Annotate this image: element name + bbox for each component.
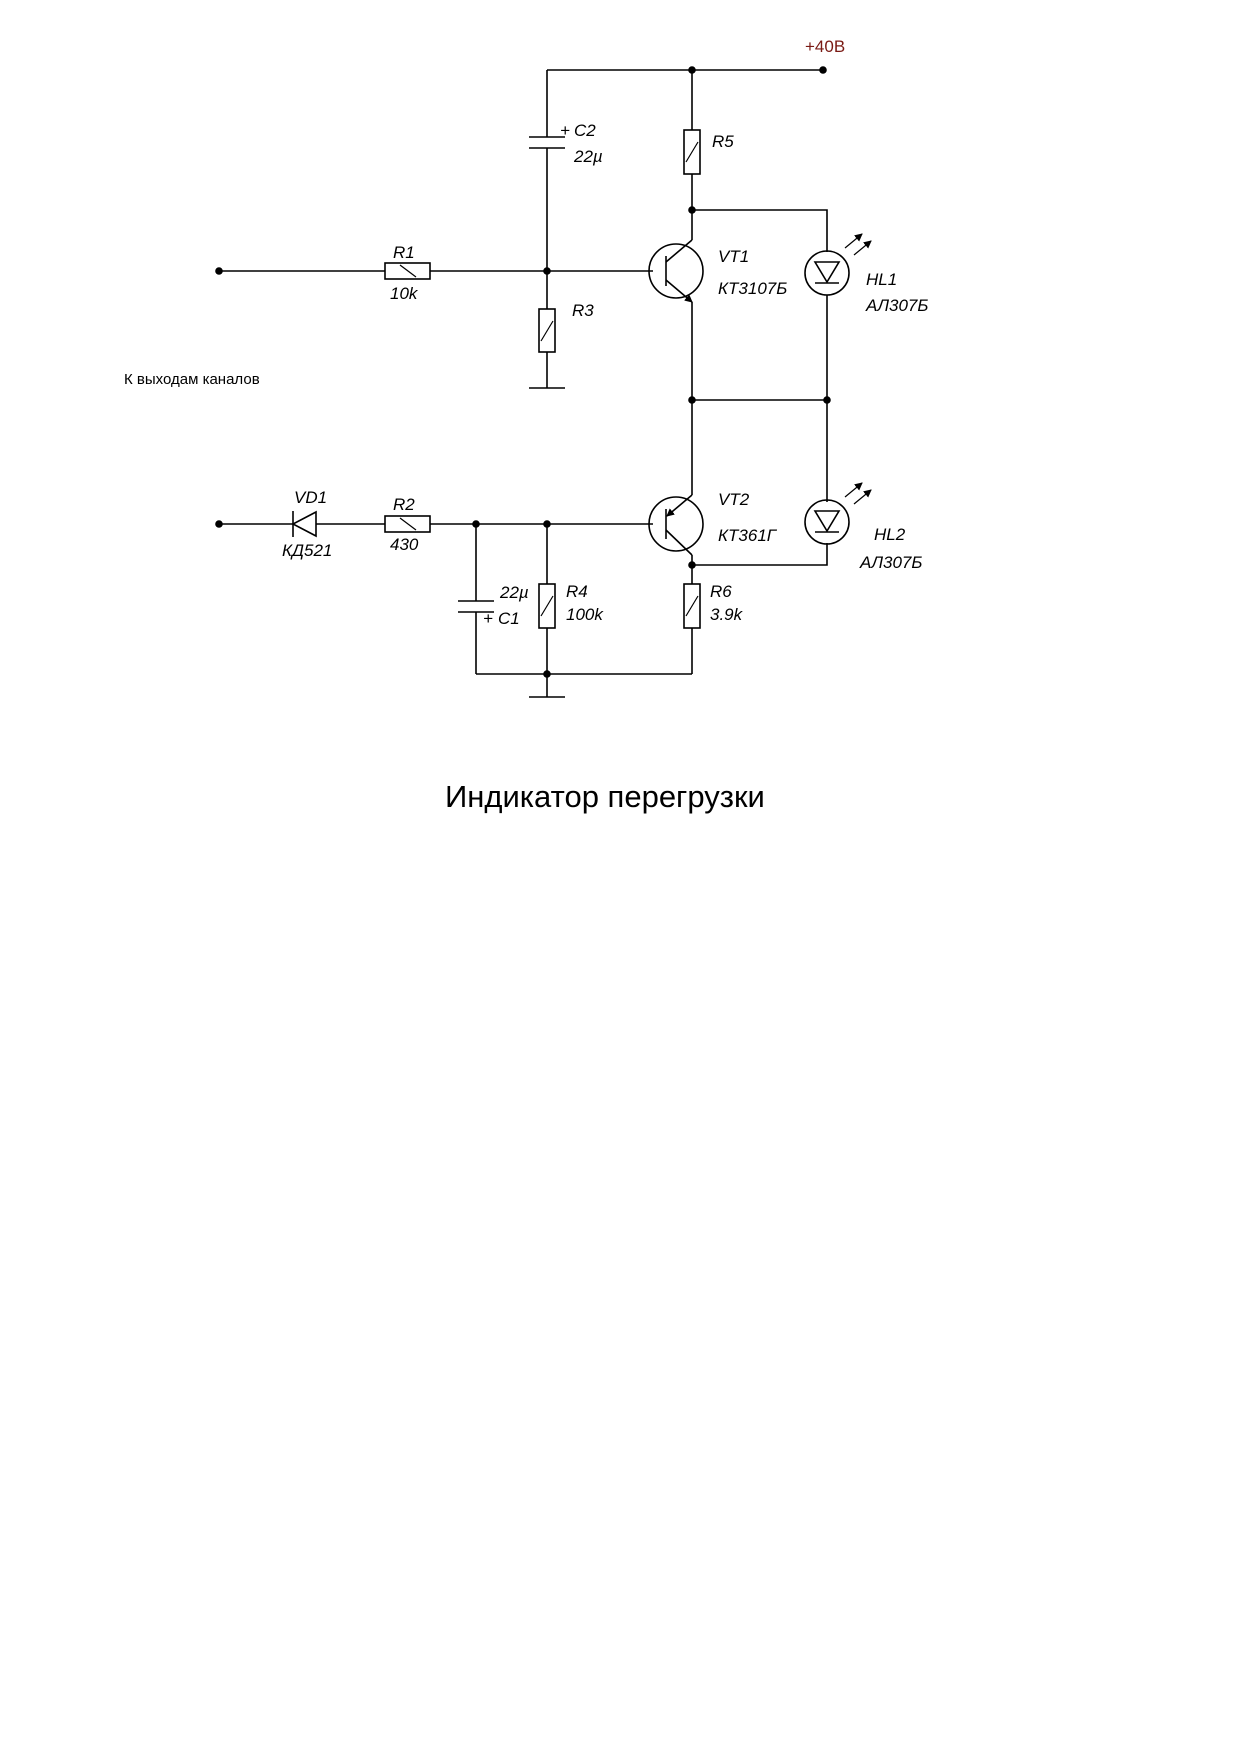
capacitor-c1 <box>458 600 494 613</box>
c1-value: 22µ <box>499 583 529 602</box>
c1-ref: C1 <box>498 609 520 628</box>
hl1-ref: HL1 <box>866 270 897 289</box>
resistor-r1 <box>384 262 431 280</box>
transistor-vt2 <box>648 494 704 556</box>
capacitor-c2 <box>529 136 565 149</box>
diagram-title: Индикатор перегрузки <box>445 779 765 814</box>
resistor-r6 <box>683 583 701 629</box>
r3-ref: R3 <box>572 301 594 320</box>
vt2-part: КТ361Г <box>718 526 778 545</box>
diode-vd1 <box>291 510 317 538</box>
led-hl2 <box>804 482 872 545</box>
resistor-r2 <box>384 515 431 533</box>
c2-ref: C2 <box>574 121 596 140</box>
transistor-vt1 <box>648 239 704 303</box>
junctions <box>215 66 831 678</box>
vt1-ref: VT1 <box>718 247 749 266</box>
r6-value: 3.9k <box>710 605 744 624</box>
vd1-ref: VD1 <box>294 488 327 507</box>
resistor-r4 <box>538 583 556 629</box>
r6-ref: R6 <box>710 582 732 601</box>
supply-label: +40В <box>805 37 845 56</box>
hl2-part: АЛ307Б <box>859 553 922 572</box>
hl2-ref: HL2 <box>874 525 906 544</box>
r5-ref: R5 <box>712 132 734 151</box>
vt2-ref: VT2 <box>718 490 750 509</box>
input-note: К выходам каналов <box>124 371 260 388</box>
r2-value: 430 <box>390 535 419 554</box>
r2-ref: R2 <box>393 495 415 514</box>
resistor-r3 <box>538 308 556 353</box>
c2-value: 22µ <box>573 147 603 166</box>
r4-ref: R4 <box>566 582 588 601</box>
vd1-part: КД521 <box>282 541 332 560</box>
c2-polarity: + <box>560 121 570 140</box>
r1-value: 10k <box>390 284 419 303</box>
wires <box>219 69 828 697</box>
vt1-part: КТ3107Б <box>718 279 787 298</box>
c1-polarity: + <box>483 609 493 628</box>
r4-value: 100k <box>566 605 604 624</box>
r1-ref: R1 <box>393 243 415 262</box>
resistor-r5 <box>683 129 701 175</box>
led-hl1 <box>804 233 872 296</box>
hl1-part: АЛ307Б <box>865 296 928 315</box>
